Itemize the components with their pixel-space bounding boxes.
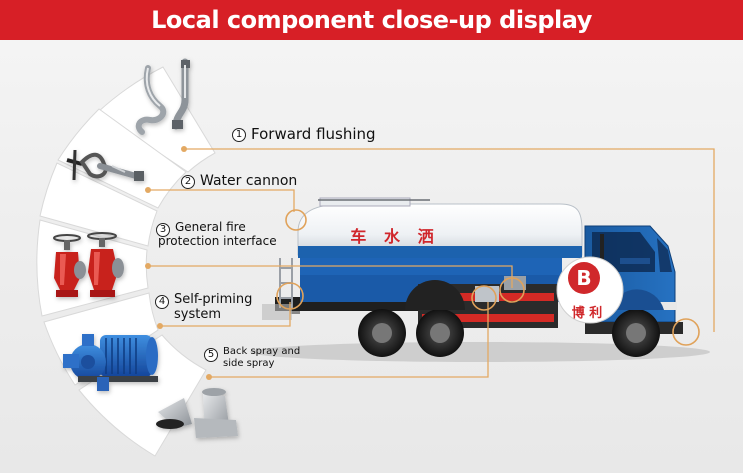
- wheel: [612, 309, 660, 357]
- spray-nozzle-photo: [156, 388, 238, 438]
- number-badge: 2: [181, 175, 195, 189]
- component-label-3: 3 General fire protection interface: [156, 220, 277, 249]
- label-line: protection interface: [158, 233, 277, 248]
- tank-chinese-text: 车 水 洒: [350, 227, 439, 246]
- number-badge: 1: [232, 128, 246, 142]
- component-label-5: 5 Back spray and side spray: [204, 346, 300, 369]
- label-line: General fire: [175, 220, 246, 234]
- page-title: Local component close-up display: [151, 6, 592, 34]
- number-badge: 4: [155, 295, 169, 309]
- water-truck: 车 水 洒: [250, 197, 710, 362]
- label-line: system: [174, 306, 221, 322]
- callout-dots: [145, 146, 212, 380]
- label-line: Self-priming: [174, 292, 253, 307]
- header-bar: Local component close-up display: [0, 0, 743, 40]
- callout-highlights: [276, 209, 700, 346]
- water-cannon-photo: [66, 149, 144, 181]
- callout-lines: [148, 148, 715, 378]
- wheel: [358, 309, 406, 357]
- brand-logo-text: 博 利: [572, 305, 603, 321]
- brand-logo: B 博 利: [556, 256, 624, 324]
- label-text: Self-priming system: [174, 292, 253, 323]
- illustration: 车 水 洒: [36, 58, 715, 457]
- component-label-4: 4 Self-priming system: [155, 292, 253, 323]
- label-line: side spray: [223, 357, 275, 369]
- label-text: Forward flushing: [251, 125, 376, 143]
- self-priming-pump-photo: [63, 334, 158, 391]
- component-label-1: 1 Forward flushing: [232, 125, 376, 143]
- label-line: Back spray and: [223, 346, 301, 357]
- number-badge: 3: [156, 223, 170, 237]
- label-text: Back spray and side spray: [223, 346, 300, 369]
- number-badge: 5: [204, 348, 218, 362]
- forward-flushing-nozzle-photo: [135, 58, 190, 135]
- fire-hydrant-valve-photo: [53, 232, 124, 297]
- svg-text:B: B: [576, 266, 591, 290]
- component-label-2: 2 Water cannon: [181, 173, 297, 189]
- label-text: Water cannon: [200, 173, 298, 189]
- label-text: General fire protection interface: [158, 220, 277, 249]
- content-area: 车 水 洒: [0, 40, 743, 473]
- wheel: [416, 309, 464, 357]
